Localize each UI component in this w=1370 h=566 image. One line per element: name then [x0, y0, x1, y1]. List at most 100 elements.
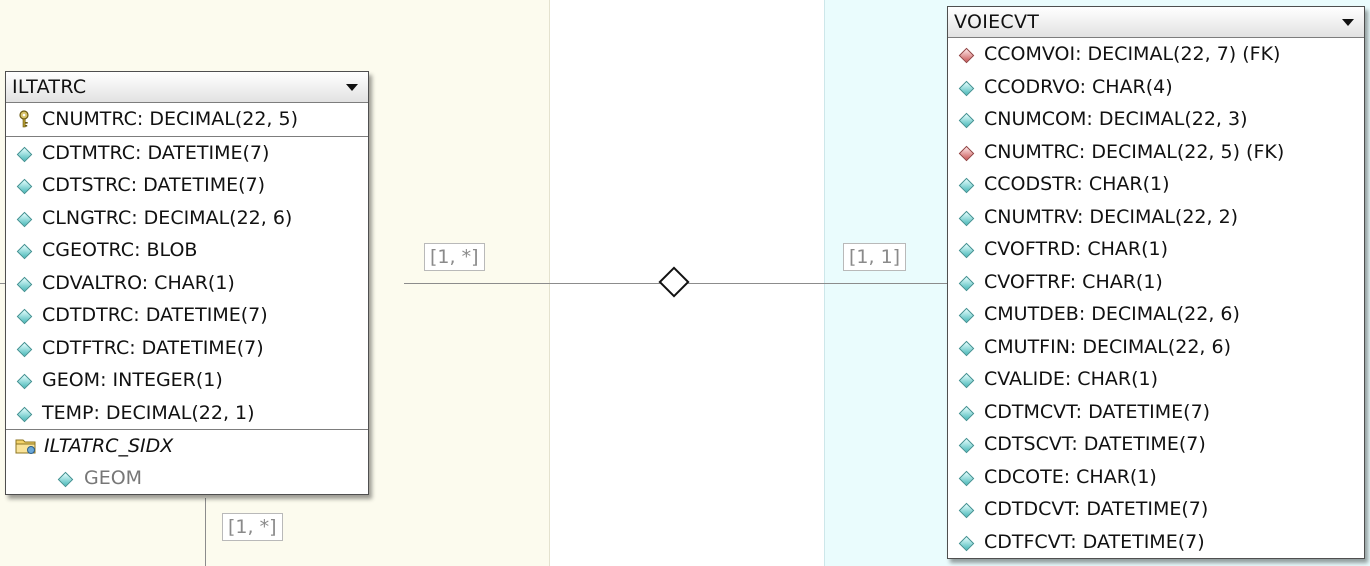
column-diamond-icon: [16, 178, 33, 195]
dropdown-arrow-icon[interactable]: [346, 84, 358, 91]
table-column-row[interactable]: CMUTDEB: DECIMAL(22, 6): [948, 298, 1364, 331]
table-iltatrc-header[interactable]: ILTATRC: [6, 72, 368, 103]
foreign-key-column-row[interactable]: CCOMVOI: DECIMAL(22, 7) (FK): [948, 38, 1364, 71]
column-diamond-icon: [958, 405, 975, 421]
table-column-row[interactable]: CNUMCOM: DECIMAL(22, 3): [948, 103, 1364, 136]
column-diamond-icon: [16, 211, 33, 227]
table-column-row[interactable]: CDCOTE: CHAR(1): [948, 461, 1364, 494]
column-diamond-icon: [958, 502, 975, 519]
relationship-line-bottom[interactable]: [205, 498, 206, 566]
column-label: GEOM: INTEGER(1): [42, 369, 223, 391]
column-diamond-icon: [16, 146, 33, 162]
column-label: CDTSTRC: DATETIME(7): [42, 174, 266, 196]
foreign-key-diamond-icon: [958, 47, 975, 64]
table-column-row[interactable]: CGEOTRC: BLOB: [6, 234, 368, 267]
column-diamond-icon: [16, 276, 33, 292]
column-label: CMUTDEB: DECIMAL(22, 6): [984, 303, 1240, 325]
table-column-row[interactable]: CDTSCVT: DATETIME(7): [948, 428, 1364, 461]
column-diamond-icon: [958, 275, 975, 291]
column-label: CCODRVO: CHAR(4): [984, 75, 1173, 98]
index-column-row[interactable]: GEOM: [6, 462, 368, 494]
table-voiecvt-columns: CCOMVOI: DECIMAL(22, 7) (FK) CCODRVO: CHA…: [948, 38, 1364, 558]
column-diamond-icon: [16, 373, 33, 390]
column-label: CNUMTRV: DECIMAL(22, 2): [984, 205, 1239, 228]
column-diamond-icon: [57, 471, 74, 488]
column-label: CDTMCVT: DATETIME(7): [984, 400, 1211, 423]
column-label: CNUMTRC: DECIMAL(22, 5): [42, 108, 298, 130]
column-diamond-icon: [958, 437, 975, 454]
column-diamond-icon: [16, 341, 33, 357]
table-column-row[interactable]: CVALIDE: CHAR(1): [948, 363, 1364, 396]
column-diamond-icon: [16, 243, 33, 260]
column-label: CMUTFIN: DECIMAL(22, 6): [984, 335, 1232, 358]
column-diamond-icon: [16, 308, 33, 325]
column-label: CGEOTRC: BLOB: [42, 239, 198, 261]
index-columns: GEOM: [6, 462, 368, 494]
index-folder-icon: [15, 439, 36, 454]
table-column-row[interactable]: GEOM: INTEGER(1): [6, 364, 368, 397]
table-voiecvt-title: VOIECVT: [954, 11, 1040, 33]
multiplicity-label-right: [1, 1]: [843, 243, 907, 271]
column-label: CDTDCVT: DATETIME(7): [984, 498, 1209, 520]
column-label: CDCOTE: CHAR(1): [984, 465, 1157, 488]
table-column-row[interactable]: CVOFTRD: CHAR(1): [948, 233, 1364, 266]
column-diamond-icon: [958, 307, 975, 324]
table-column-row[interactable]: CDTFCVT: DATETIME(7): [948, 526, 1364, 559]
table-column-row[interactable]: CCODSTR: CHAR(1): [948, 168, 1364, 201]
table-column-row[interactable]: CDTSTRC: DATETIME(7): [6, 169, 368, 202]
index-name: ILTATRC_SIDX: [44, 435, 174, 457]
primary-key-column[interactable]: CNUMTRC: DECIMAL(22, 5): [6, 103, 368, 137]
column-diamond-icon: [16, 406, 33, 422]
table-iltatrc-columns: CDTMTRC: DATETIME(7) CDTSTRC: DATETIME(7)…: [6, 137, 368, 430]
column-label: CDVALTRO: CHAR(1): [42, 271, 235, 294]
connector-line-left-stub: [0, 283, 6, 284]
index-column-label: GEOM: [84, 467, 143, 489]
column-diamond-icon: [958, 112, 975, 129]
column-label: CDTFTRC: DATETIME(7): [42, 336, 264, 359]
column-label: TEMP: DECIMAL(22, 1): [42, 401, 255, 424]
table-column-row[interactable]: CDTMCVT: DATETIME(7): [948, 396, 1364, 429]
relationship-line-left[interactable]: [404, 283, 662, 284]
table-column-row[interactable]: CDVALTRO: CHAR(1): [6, 267, 368, 300]
table-column-row[interactable]: CNUMTRV: DECIMAL(22, 2): [948, 201, 1364, 234]
column-diamond-icon: [958, 535, 975, 551]
table-column-row[interactable]: CDTMTRC: DATETIME(7): [6, 137, 368, 170]
foreign-key-diamond-icon: [958, 145, 975, 161]
table-column-row[interactable]: CMUTFIN: DECIMAL(22, 6): [948, 331, 1364, 364]
column-label: CNUMCOM: DECIMAL(22, 3): [984, 108, 1248, 130]
column-diamond-icon: [958, 340, 975, 356]
multiplicity-label-left: [1, *]: [424, 243, 485, 271]
table-column-row[interactable]: CDTDCVT: DATETIME(7): [948, 493, 1364, 526]
table-iltatrc-title: ILTATRC: [12, 76, 87, 98]
column-label: CLNGTRC: DECIMAL(22, 6): [42, 206, 293, 229]
table-column-row[interactable]: TEMP: DECIMAL(22, 1): [6, 397, 368, 430]
index-row[interactable]: ILTATRC_SIDX: [6, 429, 368, 462]
column-label: CDTDTRC: DATETIME(7): [42, 304, 268, 326]
table-column-row[interactable]: CLNGTRC: DECIMAL(22, 6): [6, 202, 368, 235]
key-icon: [19, 110, 29, 128]
table-voiecvt-header[interactable]: VOIECVT: [948, 7, 1364, 38]
table-iltatrc[interactable]: ILTATRC CNUMTRC: DECIMAL(22, 5) CDTMTRC:…: [5, 71, 369, 495]
relationship-line-right[interactable]: [687, 283, 947, 284]
dropdown-arrow-icon[interactable]: [1342, 19, 1354, 26]
table-column-row[interactable]: CVOFTRF: CHAR(1): [948, 266, 1364, 299]
column-diamond-icon: [958, 242, 975, 259]
table-column-row[interactable]: CDTFTRC: DATETIME(7): [6, 332, 368, 365]
foreign-key-column-row[interactable]: CNUMTRC: DECIMAL(22, 5) (FK): [948, 136, 1364, 169]
column-label: CVOFTRF: CHAR(1): [984, 270, 1163, 293]
multiplicity-label-bottom: [1, *]: [222, 513, 283, 541]
column-label: CVOFTRD: CHAR(1): [984, 238, 1169, 260]
relationship-diamond[interactable]: [658, 266, 690, 298]
column-diamond-icon: [958, 210, 975, 226]
column-diamond-icon: [958, 372, 975, 389]
table-voiecvt[interactable]: VOIECVT CCOMVOI: DECIMAL(22, 7) (FK) CCOD…: [947, 6, 1365, 559]
table-column-row[interactable]: CDTDTRC: DATETIME(7): [6, 299, 368, 332]
column-label: CDTFCVT: DATETIME(7): [984, 530, 1205, 553]
column-label: CDTMTRC: DATETIME(7): [42, 141, 270, 164]
column-label: CDTSCVT: DATETIME(7): [984, 433, 1206, 455]
column-diamond-icon: [958, 470, 975, 486]
table-column-row[interactable]: CCODRVO: CHAR(4): [948, 71, 1364, 104]
column-label: CNUMTRC: DECIMAL(22, 5) (FK): [984, 140, 1285, 163]
column-label: CCODSTR: CHAR(1): [984, 173, 1170, 195]
column-label: CVALIDE: CHAR(1): [984, 368, 1158, 390]
